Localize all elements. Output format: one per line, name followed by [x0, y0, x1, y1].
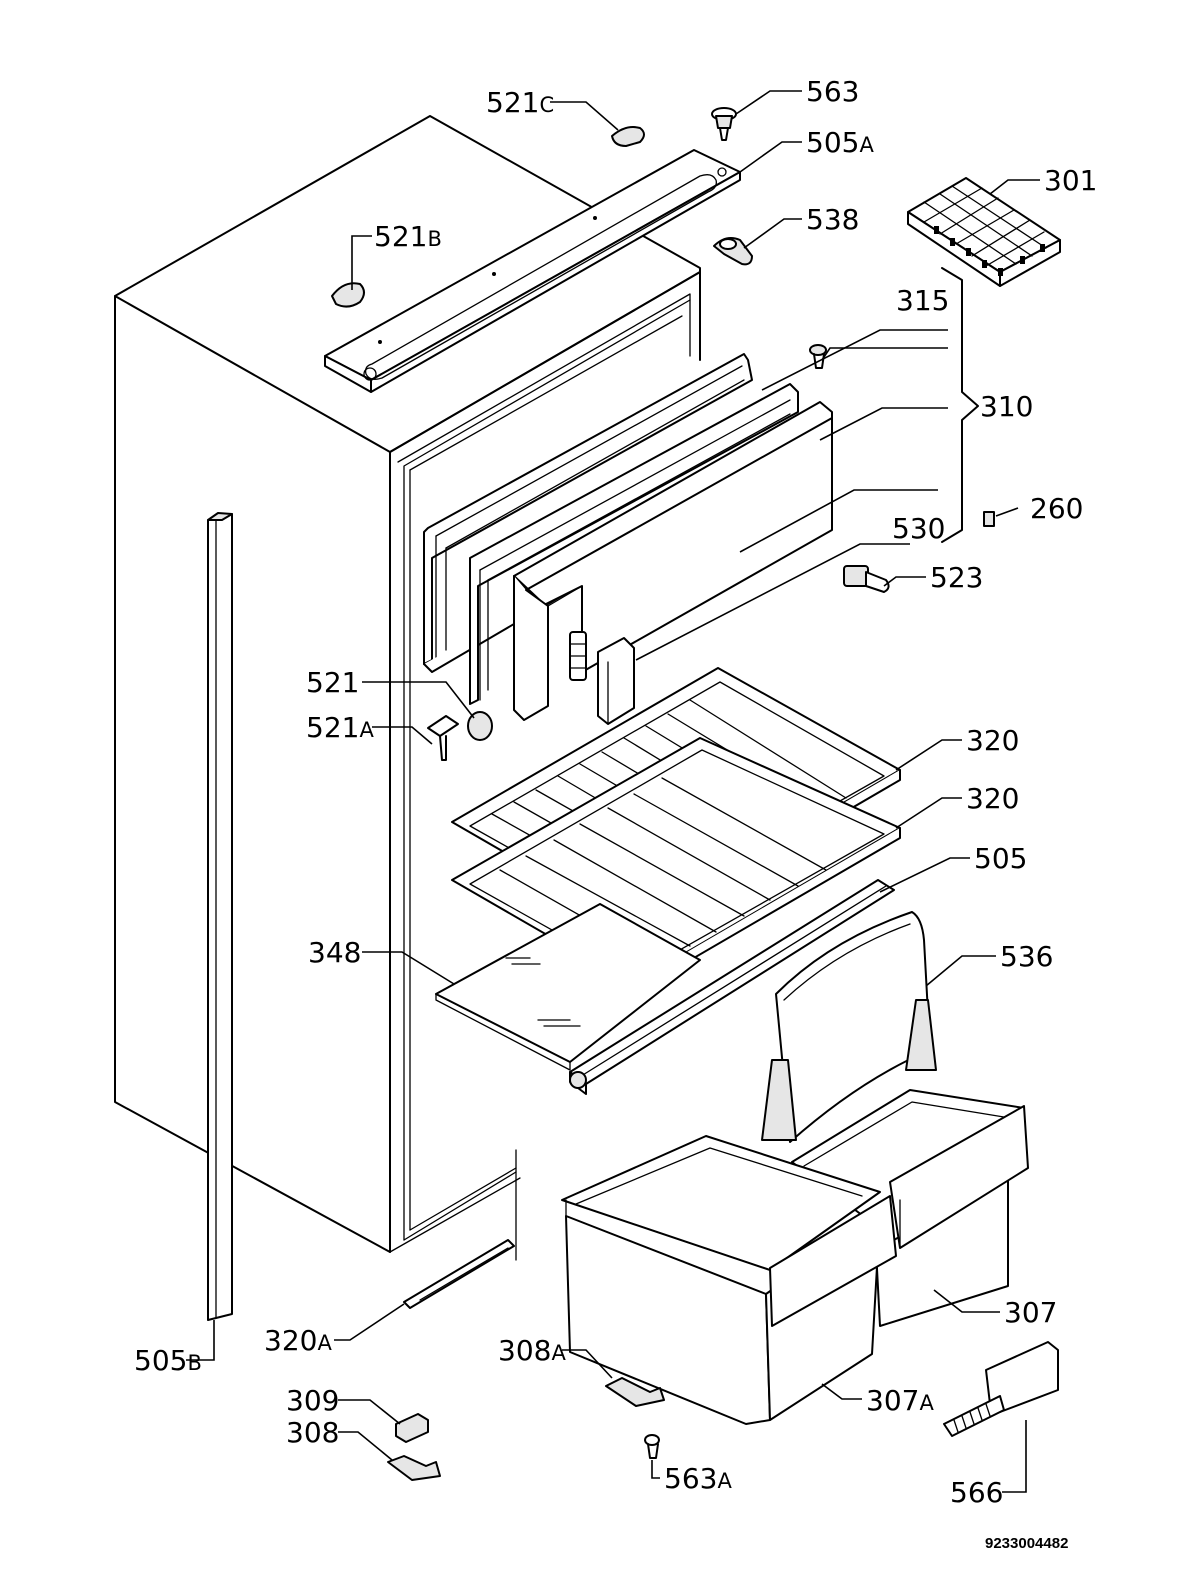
ice-tray-301	[907, 177, 1061, 287]
label-307a: 307A	[866, 1384, 934, 1417]
part-labels: 521C 563 505A 301 521B 538 315 310 260 5…	[134, 75, 1097, 1509]
door-hinge-spring	[569, 631, 587, 681]
screw-563	[711, 107, 737, 141]
label-320-lower: 320	[966, 782, 1019, 815]
label-523: 523	[930, 561, 983, 594]
label-521c: 521C	[486, 86, 554, 119]
label-308: 308	[286, 1416, 339, 1449]
cap-521	[467, 711, 493, 741]
freezer-door-assembly	[423, 353, 833, 725]
label-566: 566	[950, 1476, 1003, 1509]
label-563a: 563A	[664, 1462, 732, 1495]
label-320a: 320A	[264, 1324, 332, 1357]
bolt-315	[809, 344, 827, 369]
glass-plate-348	[435, 903, 701, 1071]
label-538: 538	[806, 203, 859, 236]
label-309: 309	[286, 1384, 339, 1417]
door-seal-strip-505b	[207, 512, 233, 1321]
label-505: 505	[974, 842, 1027, 875]
label-348: 348	[308, 936, 361, 969]
handle-566	[943, 1341, 1059, 1437]
screw-563a	[644, 1434, 660, 1459]
hinge-538	[713, 237, 753, 266]
label-521a: 521A	[306, 711, 374, 744]
label-563: 563	[806, 75, 859, 108]
label-505a: 505A	[806, 126, 874, 159]
label-521b: 521B	[374, 220, 442, 253]
bracket-308	[387, 1455, 441, 1481]
block-309	[395, 1413, 429, 1443]
drawing-number: 9233004482	[985, 1535, 1068, 1552]
label-260: 260	[1030, 492, 1083, 525]
label-505b: 505B	[134, 1344, 202, 1377]
clip-260	[983, 511, 995, 527]
label-536: 536	[1000, 940, 1053, 973]
label-315: 315	[896, 284, 949, 317]
crisper-divider-536	[761, 911, 937, 1143]
cap-521c	[611, 126, 645, 147]
label-521: 521	[306, 666, 359, 699]
label-308a: 308A	[498, 1334, 566, 1367]
screw-521a	[427, 715, 459, 761]
label-310: 310	[980, 390, 1033, 423]
shelf-holder-320a	[403, 1239, 515, 1309]
crisper-drawer-307a	[561, 1135, 897, 1425]
label-320-upper: 320	[966, 724, 1019, 757]
group-bracket-310	[941, 267, 979, 543]
cap-521b	[331, 282, 365, 308]
bracket-308a	[605, 1377, 665, 1407]
gasket-strip-505	[569, 879, 895, 1095]
label-301: 301	[1044, 164, 1097, 197]
leader-lines	[186, 90, 1040, 1493]
label-307: 307	[1004, 1296, 1057, 1329]
lamp-holder-523	[843, 565, 890, 593]
label-530: 530	[892, 512, 945, 545]
cabinet-body	[114, 115, 701, 1261]
